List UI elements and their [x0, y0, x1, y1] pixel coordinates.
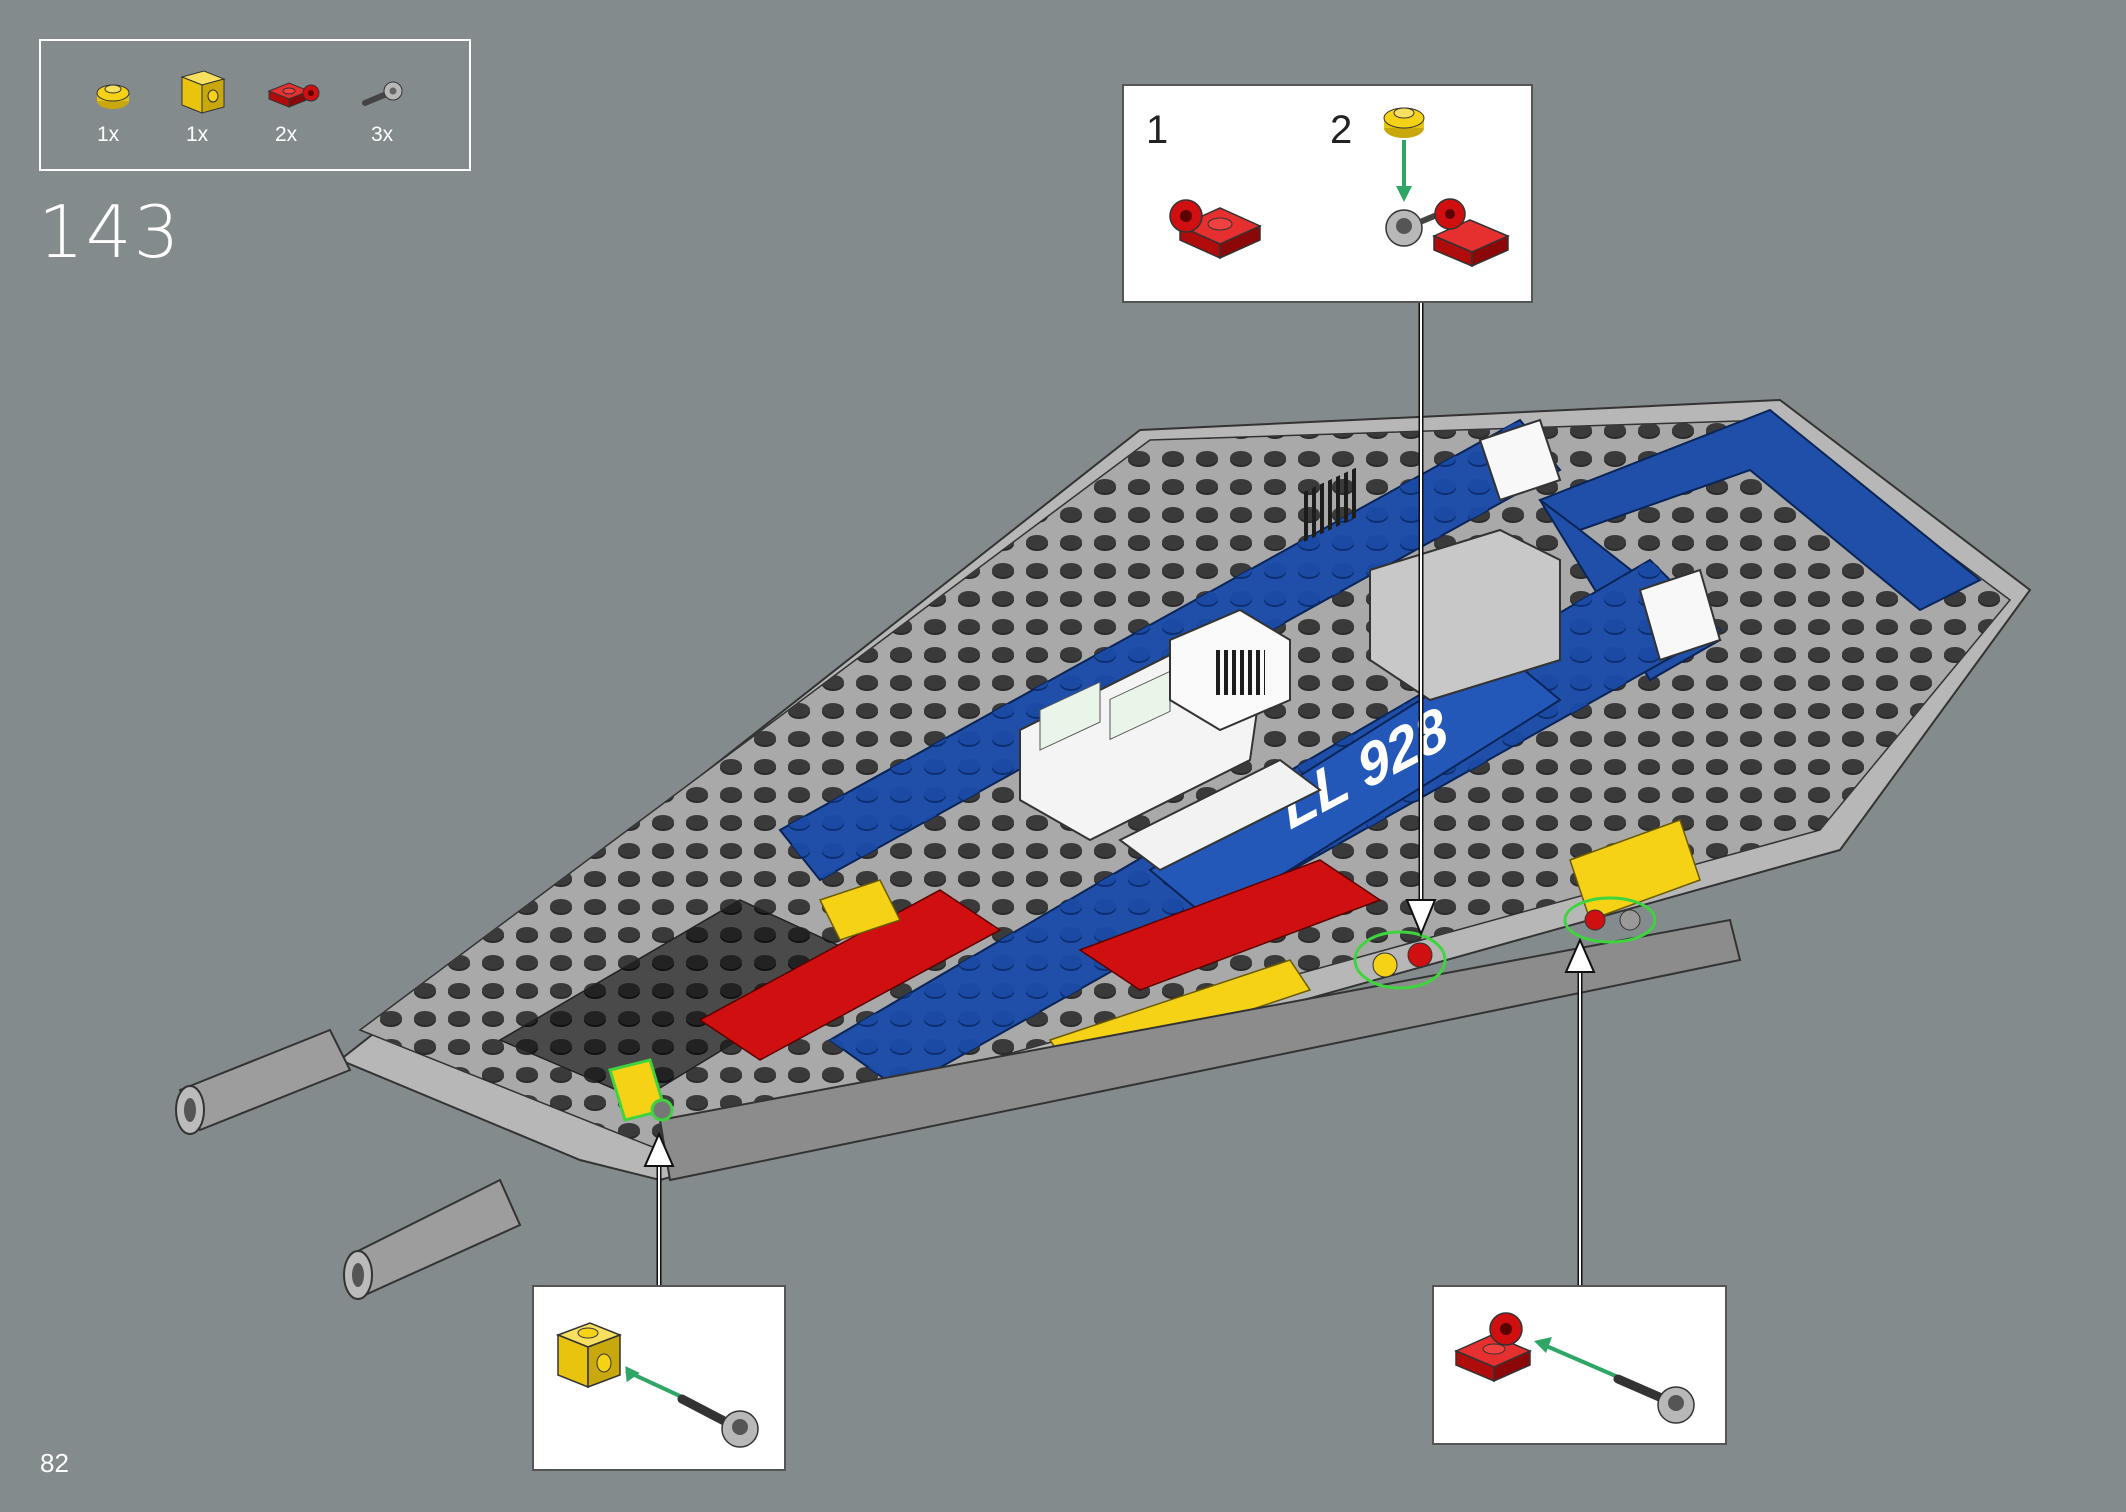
- yellow-brick-icon: [180, 70, 226, 114]
- blue-fuselage-side: [1148, 648, 1562, 922]
- center-gray-block: [1369, 528, 1561, 702]
- parts-list-box: 1x 1x 2x: [39, 39, 471, 171]
- red-plate-clip-icon: [1454, 1312, 1532, 1383]
- gray-bar-ring-icon: [1613, 1374, 1695, 1424]
- white-block-right: [1478, 418, 1562, 502]
- vent-grille-1: [1300, 465, 1360, 544]
- part-quantity: 3x: [371, 123, 394, 146]
- green-arrow-icon: [1396, 140, 1412, 202]
- callout-bottom-right: [1432, 1285, 1727, 1445]
- part-yellow-brick-with-stud: 1x: [176, 69, 256, 159]
- console-screen-1: [1039, 681, 1101, 751]
- engine-nozzle-lower: [343, 1178, 522, 1300]
- gray-bar-ring-icon: [677, 1394, 759, 1448]
- part-yellow-round-plate: 1x: [87, 69, 167, 159]
- red-plate-clip-icon: [1169, 199, 1262, 260]
- white-plate-lower: [1118, 758, 1322, 872]
- pointer-bottom-right: [1564, 937, 1596, 1286]
- part-quantity: 1x: [97, 123, 120, 146]
- dark-plate-studs: [500, 900, 870, 1100]
- part-quantity: 1x: [186, 123, 209, 146]
- engine-nozzle-upper: [175, 1028, 352, 1135]
- vent-grille-white: [1215, 650, 1265, 695]
- yellow-block-right: [1569, 819, 1701, 921]
- part-red-plate-with-clip: 2x: [265, 69, 345, 159]
- new-part-right: [1563, 896, 1657, 944]
- yellow-round-plate-icon: [1383, 107, 1425, 138]
- substep-number-2: 2: [1330, 108, 1353, 152]
- green-arrow-icon: [1534, 1337, 1619, 1379]
- red-plate-clip-icon: [1432, 198, 1510, 268]
- part-dark-gray-bar: 3x: [361, 69, 441, 159]
- callout-bottom-left: [532, 1285, 786, 1471]
- new-part-center: [1353, 930, 1447, 990]
- green-arrow-icon: [625, 1366, 683, 1399]
- gray-bar-icon: [362, 81, 403, 106]
- callout-bottom-right-art: [1454, 1312, 1695, 1424]
- red-interior-2: [1078, 859, 1382, 991]
- callout-bottom-left-art: [555, 1322, 759, 1448]
- red-plate-clip-icon: [267, 82, 320, 108]
- callout-top: 1 2: [1122, 84, 1533, 303]
- yellow-brick-icon: [555, 1322, 623, 1389]
- white-block-far-right: [1638, 568, 1722, 662]
- step-number: 143: [38, 190, 182, 274]
- part-quantity: 2x: [275, 123, 298, 146]
- yellow-round-plate-icon: [96, 84, 130, 109]
- yellow-block-front: [818, 879, 902, 941]
- new-part-left: [608, 1058, 674, 1122]
- pointer-bottom-left: [643, 1131, 675, 1286]
- page-number: 82: [40, 1448, 69, 1478]
- substep-number-1: 1: [1146, 108, 1169, 152]
- callout-top-art: [1169, 107, 1510, 268]
- pointer-top: [1405, 302, 1437, 937]
